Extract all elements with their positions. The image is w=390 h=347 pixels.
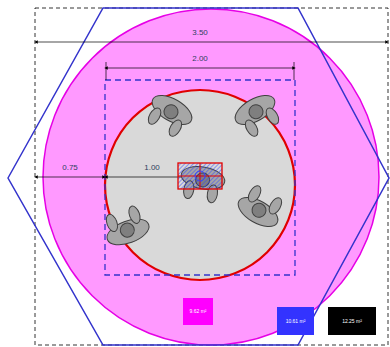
dimension-text: 1.00 [143, 164, 161, 172]
center-marker [178, 163, 222, 189]
person-figures [99, 89, 288, 249]
area-swatch-box: 12.25 m² [328, 307, 376, 335]
dimension-lines [36, 42, 387, 177]
dimension-text: 3.50 [191, 29, 209, 37]
area-value: 12.25 m² [342, 319, 362, 324]
inner-circle [105, 90, 295, 280]
area-value: 10.61 m² [286, 319, 306, 324]
outer-dashed-square [35, 8, 388, 345]
inner-dashed-square [105, 80, 295, 275]
hexagon [8, 8, 389, 345]
area-swatch-box: 9.62 m² [183, 298, 213, 325]
dimension-text: 0.75 [61, 164, 79, 172]
area-swatch-box: 10.61 m² [277, 307, 314, 335]
area-value: 9.62 m² [190, 309, 207, 314]
dimension-text: 2.00 [191, 55, 209, 63]
